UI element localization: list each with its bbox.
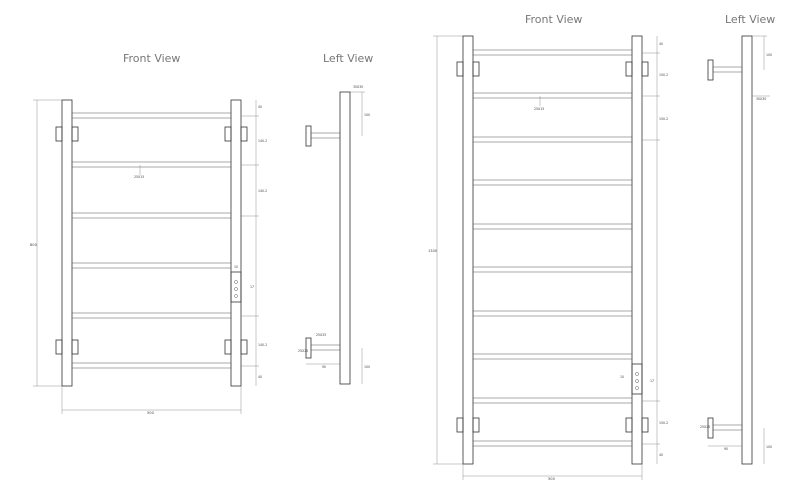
svg-text:40: 40 [258,375,262,379]
svg-text:40: 40 [659,42,663,46]
svg-text:1300: 1300 [428,249,438,253]
large-rail-label: 25X15 [534,107,544,111]
small-rail-label: 25X15 [134,175,144,179]
svg-text:90: 90 [724,447,728,451]
large-bracket-br-inner [641,417,649,433]
small-bracket-tl-inner [71,126,79,142]
svg-text:10: 10 [234,265,238,269]
small-side-bracket-top [305,125,312,147]
large-right-dimensions: 40 150.2 150.2 150.2 40 [642,36,668,464]
large-left-title: Left View [725,13,775,26]
large-bracket-bl-inner [472,417,480,433]
large-bracket-br [625,417,633,433]
small-right-dimensions: 40 140.2 140.2 140.2 40 [241,100,267,386]
small-height-dimension: 800 [30,99,62,387]
large-bracket-tl-inner [472,61,480,77]
large-bracket-tr-inner [641,61,649,77]
large-front-title: Front View [525,13,582,26]
small-front-title: Front View [123,52,180,65]
large-width-dimension: 500 [462,464,643,481]
small-bracket-br [224,339,232,355]
large-front-view: Front View 10 17 [428,13,668,481]
svg-text:100: 100 [364,365,370,369]
small-rails [71,112,232,369]
svg-text:25X25: 25X25 [298,349,308,353]
svg-text:140.2: 140.2 [258,343,267,347]
small-side-post [339,91,351,385]
svg-text:10: 10 [620,375,624,379]
large-switch-box: 10 17 [620,363,654,395]
small-width-dimension: 500 [61,386,242,415]
svg-text:25X25: 25X25 [316,333,326,337]
svg-text:150.2: 150.2 [659,117,668,121]
svg-text:800: 800 [30,243,38,247]
small-left-post [61,99,73,387]
small-front-view: Front View 10 17 [30,52,267,415]
small-bracket-bl [55,339,63,355]
large-height-dimension: 1300 [428,35,463,465]
large-bracket-tl [456,61,464,77]
svg-text:17: 17 [650,379,654,383]
small-bracket-br-inner [240,339,248,355]
svg-text:140.2: 140.2 [258,139,267,143]
large-bracket-bl [456,417,464,433]
svg-text:100: 100 [364,113,370,117]
svg-text:500: 500 [147,411,155,415]
large-side-post [741,35,753,465]
svg-text:30X30: 30X30 [353,85,363,89]
svg-text:30X30: 30X30 [756,97,766,101]
svg-text:40: 40 [659,453,663,457]
small-bracket-tr [224,126,232,142]
small-right-post [230,99,242,387]
small-bracket-bl-inner [71,339,79,355]
large-side-bracket-top [707,59,714,81]
svg-text:100: 100 [766,445,772,449]
large-right-post [631,35,643,465]
svg-text:150.2: 150.2 [659,73,668,77]
svg-text:25X25: 25X25 [700,425,710,429]
small-left-title: Left View [323,52,373,65]
svg-text:140.2: 140.2 [258,189,267,193]
svg-text:150.2: 150.2 [659,421,668,425]
svg-text:100: 100 [766,53,772,57]
large-bracket-tr [625,61,633,77]
small-left-view: Left View 30X30 100 25X25 25X25 90 100 [298,52,373,385]
small-side-bracket-bottom [305,337,312,359]
small-bracket-tl [55,126,63,142]
large-side-dimensions: 100 30X30 25X25 90 100 [700,35,772,464]
large-left-post [462,35,474,465]
small-side-dimensions: 30X30 100 25X25 25X25 90 100 [298,85,370,384]
svg-text:500: 500 [548,477,556,481]
svg-text:90: 90 [322,365,326,369]
large-rails [472,49,633,447]
small-bracket-tr-inner [240,126,248,142]
large-left-view: Left View 100 30X30 25X25 90 100 [700,13,775,465]
svg-text:40: 40 [258,105,262,109]
svg-text:17: 17 [250,285,254,289]
small-switch-box: 10 17 [230,265,254,303]
